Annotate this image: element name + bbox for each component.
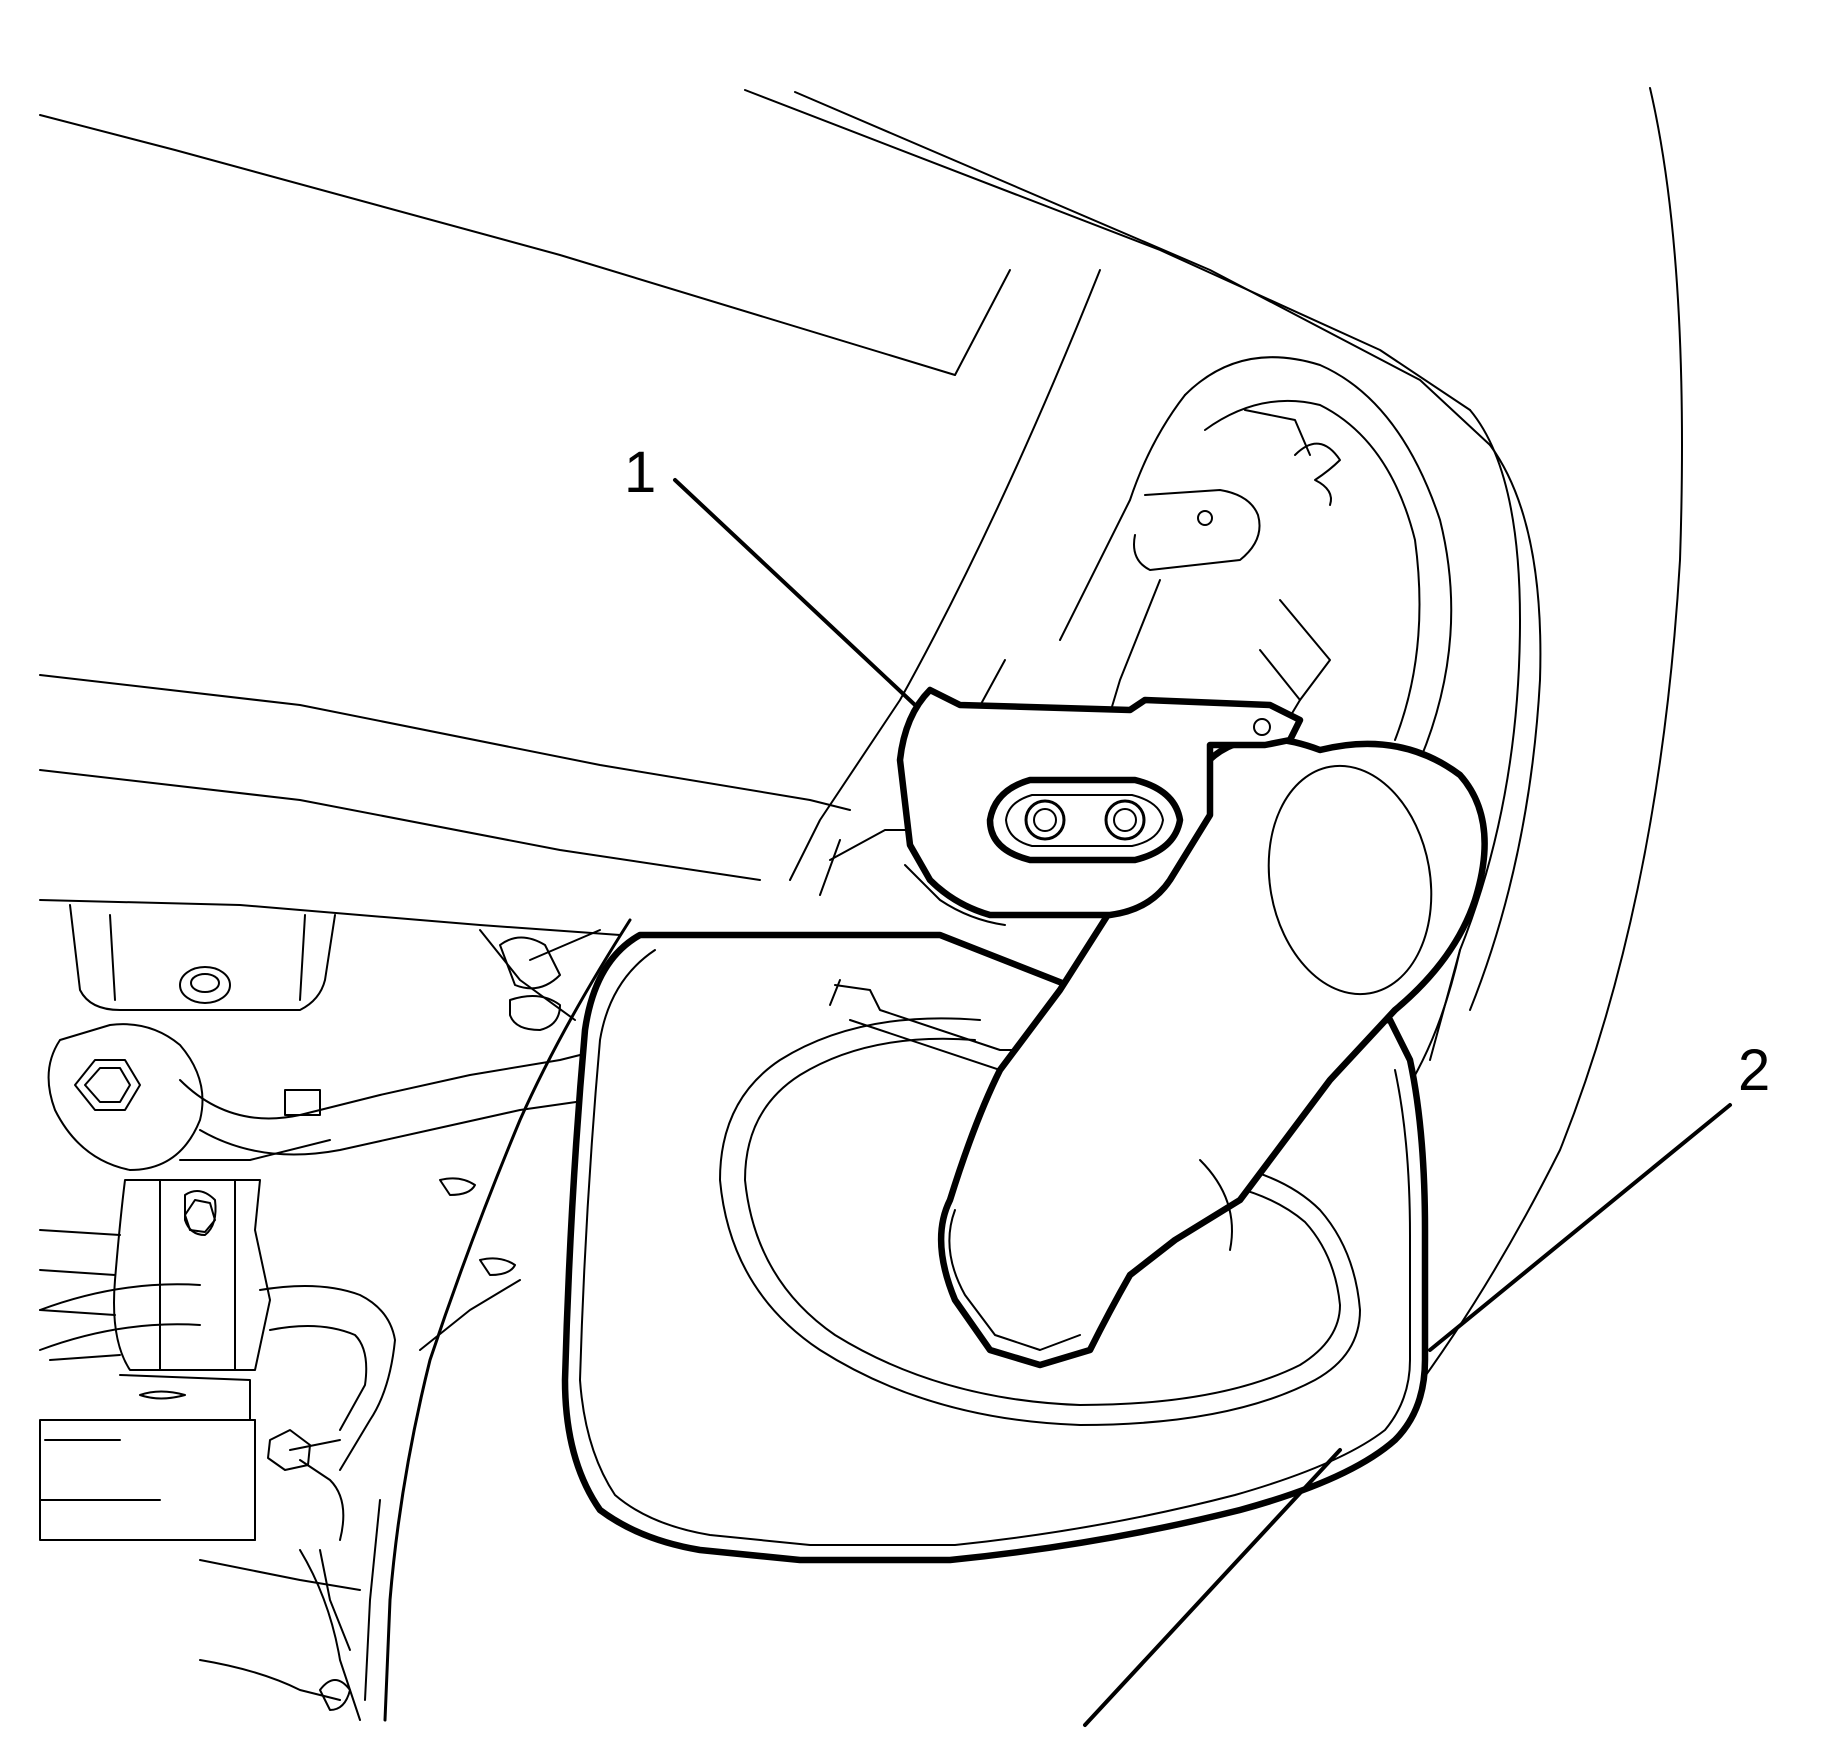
callout-leaders [673,478,1732,1727]
tow-hook [937,735,1488,1369]
callout-number-1: 1 [624,440,656,505]
leader-line-2 [1428,1103,1732,1352]
callout-labels: 1 2 [624,440,1770,1103]
chassis-detail [39,904,601,1721]
leader-line-1 [673,478,917,707]
body-shell [383,918,632,1722]
leader-line-2-extension [1083,1448,1342,1727]
bracket [896,686,1304,926]
callout-number-2: 2 [1738,1038,1770,1103]
